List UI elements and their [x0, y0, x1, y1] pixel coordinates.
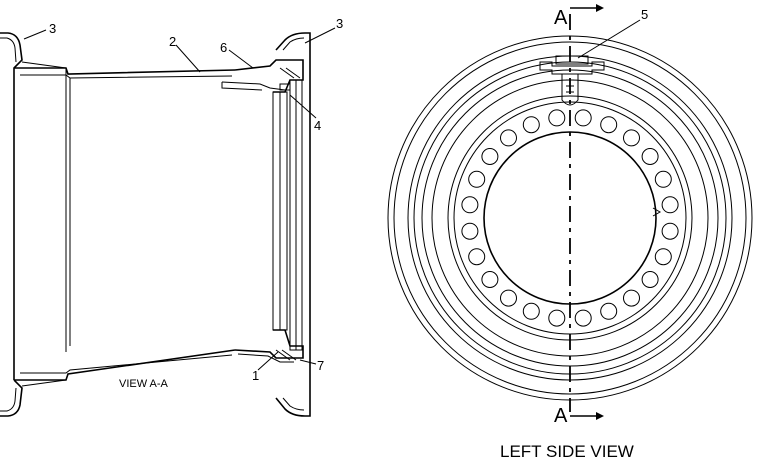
side-view-caption: LEFT SIDE VIEW [500, 442, 634, 461]
section-mark-bottom: A [554, 405, 568, 427]
bolt-hole [574, 309, 592, 327]
bolt-hole [661, 222, 679, 240]
bolt-hole [641, 271, 659, 288]
bolt-hole [468, 248, 486, 266]
bolt-holes [461, 109, 679, 327]
section-view-caption: VIEW A-A [119, 378, 169, 390]
callout-1: 1 [252, 368, 259, 383]
bolt-hole [548, 109, 566, 127]
bolt-hole [461, 222, 479, 240]
bolt-hole [500, 129, 517, 147]
bolt-hole [600, 302, 618, 320]
bead-seat-bottom [234, 329, 304, 359]
right-flange-profile [275, 32, 311, 417]
bolt-hole [654, 170, 672, 188]
left-flange-profile [0, 32, 23, 380]
callout-3-right: 3 [336, 16, 343, 31]
callout-4: 4 [314, 118, 321, 133]
bolt-hole [500, 289, 517, 307]
bolt-hole [623, 129, 640, 147]
section-mark-top: A [554, 7, 568, 29]
rim-top-outer [14, 67, 236, 75]
callout-5: 5 [641, 7, 648, 22]
bolt-hole [600, 116, 618, 134]
bolt-hole [548, 309, 566, 327]
section-arrow-bottom [596, 412, 604, 420]
bolt-hole [481, 148, 499, 165]
bolt-hole [641, 148, 659, 165]
callout-3-left: 3 [49, 21, 56, 36]
bolt-hole [522, 116, 540, 134]
callout-2: 2 [169, 34, 176, 49]
bolt-hole [574, 109, 592, 127]
bolt-hole [461, 196, 479, 214]
bolt-hole [522, 302, 540, 320]
bolt-hole [654, 248, 672, 266]
valve-slot [539, 61, 605, 75]
bolt-hole [481, 271, 499, 288]
callout-6: 6 [220, 40, 227, 55]
bolt-hole [623, 289, 640, 307]
bolt-hole [468, 170, 486, 188]
callout-7: 7 [317, 358, 324, 373]
side-view: A A 5 LEFT SIDE VIEW [387, 4, 753, 461]
section-arrow-top [596, 4, 604, 12]
section-view: 3 2 6 3 4 1 7 VIEW A-A [0, 16, 343, 417]
bolt-hole [661, 196, 679, 214]
